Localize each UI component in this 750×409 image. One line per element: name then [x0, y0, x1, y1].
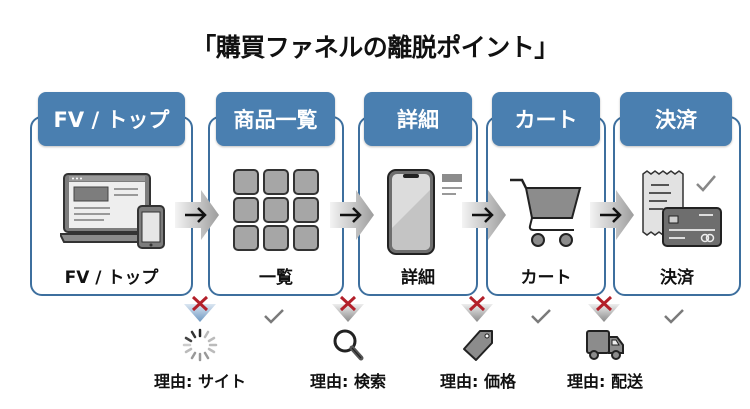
- laptop-and-phone-icon: [60, 173, 165, 249]
- receipt-and-credit-card-icon: [642, 170, 722, 247]
- stage-card-product-list: 一覧: [208, 116, 344, 296]
- drop-off-marker-1: [184, 295, 216, 322]
- stage-header-product-list: 商品一覧: [216, 92, 335, 146]
- flow-arrow-4: [590, 190, 634, 240]
- flow-arrow-3: [462, 190, 506, 240]
- stage-header-detail: 詳細: [364, 92, 472, 146]
- drop-reason-label: 理由: 検索: [310, 372, 386, 391]
- flow-arrow-2: [330, 190, 374, 240]
- stage-header-checkout: 決済: [620, 92, 732, 146]
- magnifier-icon: [333, 329, 364, 361]
- smartphone-detail-icon: [387, 169, 462, 255]
- stage-label: FV / トップ: [64, 268, 159, 288]
- stage-label: カート: [520, 268, 572, 288]
- stage-card-detail: 詳細: [358, 116, 478, 296]
- product-grid-icon: [233, 169, 319, 251]
- stage-header-cart: カート: [492, 92, 600, 146]
- flow-arrow-1: [175, 190, 219, 240]
- stage-label: 決済: [660, 268, 694, 288]
- drop-off-marker-4: [588, 295, 620, 322]
- stage-header-fv-top: FV / トップ: [38, 92, 185, 146]
- stage-label: 一覧: [259, 268, 293, 288]
- drop-reason-label: 理由: 価格: [440, 372, 516, 391]
- check-icon: [531, 309, 551, 324]
- diagram-title: 「購買ファネルの離脱ポイント」: [191, 33, 559, 62]
- stage-label: 詳細: [401, 268, 435, 288]
- stage-card-checkout: 決済: [613, 116, 741, 296]
- delivery-truck-icon: [586, 330, 624, 360]
- price-tag-icon: [463, 330, 493, 361]
- drop-off-marker-3: [461, 295, 493, 322]
- loading-spinner-icon: [182, 328, 218, 362]
- drop-reason-label: 理由: サイト: [154, 372, 246, 391]
- drop-off-marker-2: [332, 295, 364, 322]
- drop-reason-label: 理由: 配送: [567, 372, 643, 391]
- shopping-cart-icon: [510, 178, 582, 247]
- check-icon: [664, 309, 684, 324]
- stage-card-fv-top: FV / トップ: [30, 116, 193, 296]
- check-icon: [264, 309, 284, 324]
